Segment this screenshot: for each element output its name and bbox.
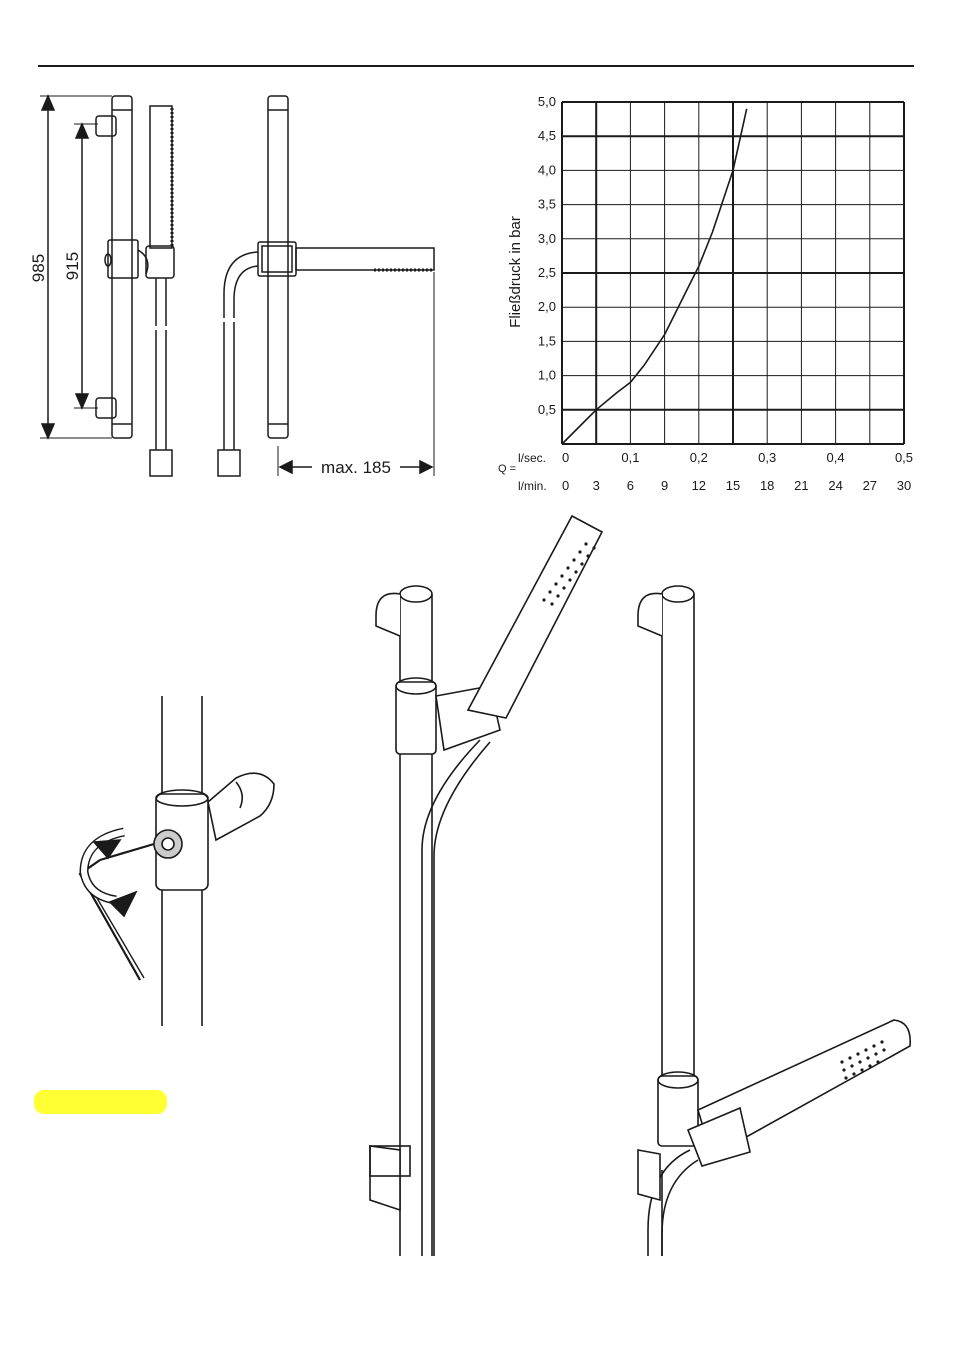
chart-grid [562, 102, 904, 444]
x-sec-tick-label: 0,5 [895, 450, 913, 465]
x-min-tick-label: 9 [661, 478, 668, 493]
y-tick-label: 4,0 [538, 162, 556, 177]
x-min-tick-label: 0 [562, 478, 569, 493]
mount-distance-label: 915 [63, 252, 82, 280]
chart-ticks: 0,5 1,0 1,5 2,0 2,5 3,0 3,5 4,0 4,5 5,0 0 0,1 0,2 0,3… [538, 94, 913, 493]
flow-prefix: Q = [498, 463, 516, 475]
x-min-tick-label: 30 [897, 478, 911, 493]
x-sec-tick-label: 0 [562, 450, 569, 465]
x-min-unit: l/min. [518, 479, 547, 493]
x-min-tick-label: 15 [726, 478, 740, 493]
x-min-tick-label: 27 [863, 478, 877, 493]
x-min-tick-label: 18 [760, 478, 774, 493]
y-axis-label: Fließdruck in bar [507, 216, 524, 328]
x-min-tick-label: 21 [794, 478, 808, 493]
x-min-tick-label: 12 [692, 478, 706, 493]
x-sec-tick-label: 0,4 [827, 450, 845, 465]
y-tick-label: 2,5 [538, 265, 556, 280]
y-tick-label: 0,5 [538, 402, 556, 417]
y-tick-label: 1,0 [538, 368, 556, 383]
overall-length-label: 985 [29, 254, 48, 282]
x-min-tick-label: 24 [828, 478, 842, 493]
y-tick-label: 4,5 [538, 128, 556, 143]
x-min-tick-label: 3 [593, 478, 600, 493]
series-line [562, 109, 747, 444]
shower-set-illustration [340, 510, 620, 1270]
dimension-drawing: 985 915 max. 185 [0, 80, 460, 500]
x-sec-tick-label: 0,2 [690, 450, 708, 465]
max-projection-label: max. 185 [321, 458, 391, 477]
x-sec-tick-label: 0,1 [621, 450, 639, 465]
y-tick-label: 1,5 [538, 333, 556, 348]
y-tick-label: 2,0 [538, 299, 556, 314]
x-sec-unit: l/sec. [518, 451, 546, 465]
flow-pressure-chart: 0,5 1,0 1,5 2,0 2,5 3,0 3,5 4,0 4,5 5,0 0 0,1 0,2 0,3… [490, 86, 930, 506]
x-min-tick-label: 6 [627, 478, 634, 493]
highlight-marker [34, 1090, 167, 1114]
y-tick-label: 5,0 [538, 94, 556, 109]
y-tick-label: 3,0 [538, 231, 556, 246]
shower-set-parked-illustration [620, 510, 920, 1270]
x-sec-tick-label: 0,3 [758, 450, 776, 465]
y-tick-label: 3,5 [538, 197, 556, 212]
slider-adjustment-illustration [60, 690, 300, 1030]
top-rule [38, 65, 914, 67]
